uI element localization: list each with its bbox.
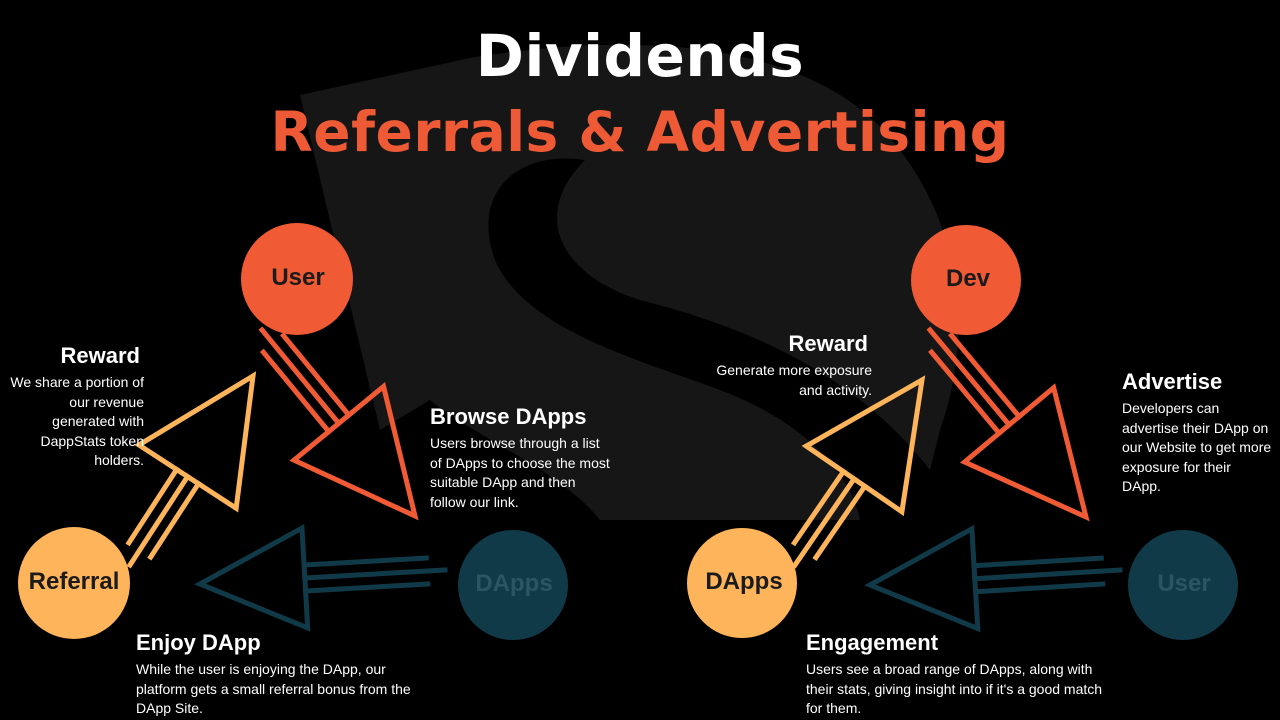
page-title: Dividends: [475, 22, 805, 90]
user-right-node-circle: [1128, 530, 1238, 640]
dev-node-circle: [911, 225, 1021, 335]
browse-arrow: [258, 326, 419, 521]
left-reward-text: We share a portion of our revenue genera…: [10, 374, 144, 468]
advertise-block: Advertise Developers can advertise their…: [1122, 369, 1272, 497]
dapps-node-circle: [458, 530, 568, 640]
right-reward-heading: Reward: [788, 331, 868, 356]
user-right-node-label: User: [1157, 570, 1211, 597]
logo-watermark-icon: [300, 44, 959, 520]
advertise-text: Developers can advertise their DApp on o…: [1122, 400, 1272, 494]
right-reward-arrow: [790, 375, 926, 569]
dapps-node-label: DApps: [475, 570, 553, 597]
browse-block: Browse DApps Users browse through a list…: [430, 404, 615, 512]
enjoy-heading: Enjoy DApp: [136, 630, 261, 655]
enjoy-text: While the user is enjoying the DApp, our…: [136, 661, 411, 716]
referral-node-circle: [18, 527, 130, 639]
engagement-text: Users see a broad range of DApps, along …: [806, 661, 1103, 716]
engagement-block: Engagement Users see a broad range of DA…: [806, 630, 1111, 719]
referral-node-label: Referral: [28, 568, 120, 595]
page-subtitle: Referrals & Advertising: [270, 100, 1010, 164]
enjoy-arrow: [194, 523, 448, 632]
reward-arrow: [125, 371, 257, 569]
advertise-arrow: [926, 326, 1090, 522]
enjoy-block: Enjoy DApp While the user is enjoying th…: [136, 630, 436, 719]
browse-text: Users browse through a list of DApps to …: [430, 435, 610, 510]
dapps-right-node-circle: [687, 528, 797, 638]
dapps-right-node-label: DApps: [705, 568, 783, 595]
right-reward-block: Reward Generate more exposure and activi…: [700, 331, 872, 400]
user-node-label: User: [271, 264, 325, 291]
engagement-arrow: [864, 524, 1123, 633]
left-reward-heading: Reward: [60, 343, 140, 368]
advertise-heading: Advertise: [1122, 369, 1223, 394]
dev-node-label: Dev: [945, 265, 991, 292]
browse-heading: Browse DApps: [430, 404, 587, 429]
user-node-circle: [241, 223, 353, 335]
left-reward-block: Reward We share a portion of our revenue…: [10, 343, 144, 471]
engagement-heading: Engagement: [806, 630, 939, 655]
right-reward-text: Generate more exposure and activity.: [716, 362, 872, 398]
